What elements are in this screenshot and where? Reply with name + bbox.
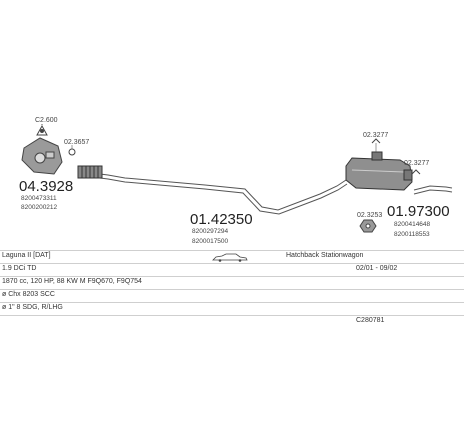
catalytic-converter-icon: [21, 137, 63, 175]
rear-part-number: 01.97300: [387, 203, 450, 220]
catalyst-oem-1: 8200473311: [21, 195, 57, 202]
info-row-spec2: ø Chx 8203 SCC: [0, 289, 464, 303]
vehicle-spec-3: ø 1" 8 SDG, R/LHG: [2, 304, 63, 311]
clamp-b-number: 02.3277: [404, 160, 429, 167]
middle-oem-2: 8200017500: [192, 238, 229, 245]
drawing-reference: C280781: [356, 317, 385, 324]
gasket-number: 02.3657: [64, 139, 89, 146]
catalyst-part-number: 04.3928: [19, 178, 73, 195]
vehicle-spec-1: 1870 cc, 120 HP, 88 KW M F9Q670, F9Q754: [2, 278, 142, 285]
car-silhouette-icon: [212, 253, 248, 262]
info-row-engine: 1.9 DCi TD 02/01 - 09/02: [0, 263, 464, 277]
info-row-model: Laguna II [DAT] Hatchback Stationwagon: [0, 250, 464, 264]
catalyst-oem-2: 8200200212: [21, 204, 58, 211]
exhaust-pipe: [83, 171, 453, 215]
info-row-spec3: ø 1" 8 SDG, R/LHG: [0, 302, 464, 316]
vehicle-engine: 1.9 DCi TD: [2, 265, 37, 272]
rear-silencer-icon: [345, 151, 413, 191]
vehicle-body: Hatchback Stationwagon: [286, 252, 364, 259]
rear-clamp-number: 02.3253: [357, 212, 382, 219]
flex-pipe-icon: [77, 165, 103, 179]
exhaust-system-diagram: C2.600 02.3657 04.3928 8200473311 820020…: [19, 117, 453, 245]
rear-oem-2: 8200118553: [394, 231, 430, 238]
middle-oem-1: 8200297294: [192, 228, 229, 235]
clamp-a-number: 02.3277: [363, 132, 388, 139]
info-row-ref: C280781: [0, 315, 464, 329]
downpipe-clamp-number: C2.600: [35, 117, 58, 124]
vehicle-period: 02/01 - 09/02: [356, 265, 398, 272]
vehicle-info-table: Laguna II [DAT] Hatchback Stationwagon 1…: [0, 250, 464, 328]
gasket-icon: [68, 148, 76, 156]
clamp-icon-a: [371, 138, 381, 144]
rear-clamp-icon: [359, 219, 377, 233]
middle-part-number: 01.42350: [190, 211, 253, 228]
info-row-spec1: 1870 cc, 120 HP, 88 KW M F9Q670, F9Q754: [0, 276, 464, 290]
rear-oem-1: 8200414648: [394, 221, 431, 228]
vehicle-spec-2: ø Chx 8203 SCC: [2, 291, 55, 298]
clamp-icon-b: [411, 169, 421, 175]
downpipe-clamp-icon: [36, 124, 48, 136]
vehicle-model: Laguna II [DAT]: [2, 252, 51, 259]
